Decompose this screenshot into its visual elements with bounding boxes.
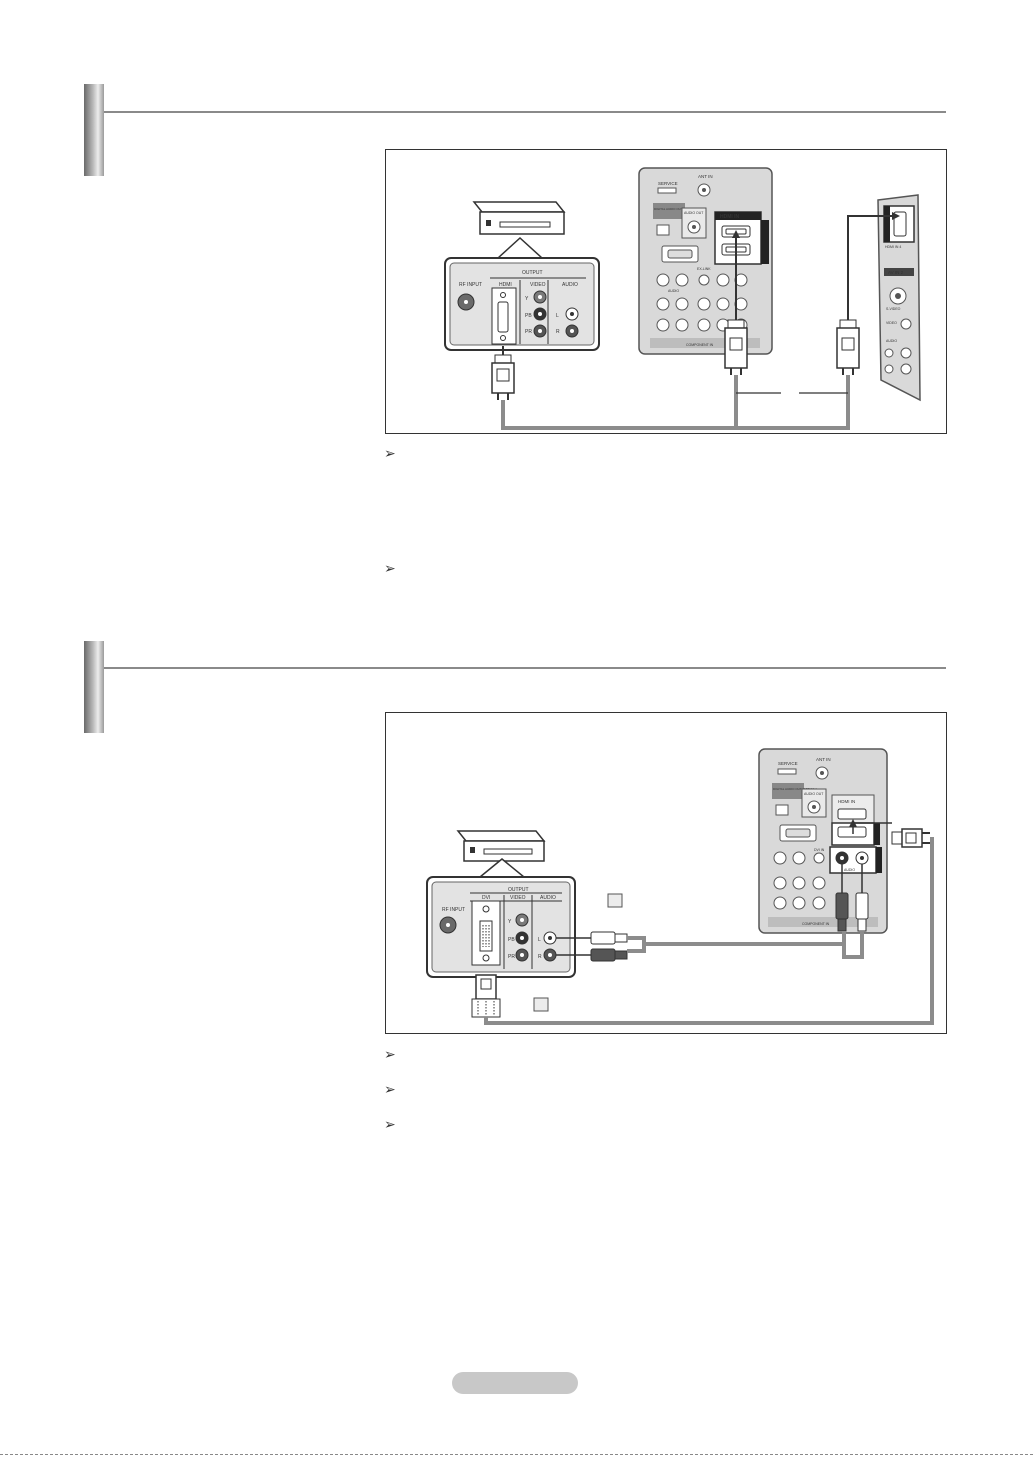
- audio-cable-plugs: [556, 931, 628, 962]
- source-device-icon: [472, 201, 566, 235]
- tv-audio-label: AUDIO: [668, 289, 679, 293]
- source-device-icon: [456, 830, 546, 862]
- tv-audio-label: AUDIO: [844, 868, 855, 872]
- step-marker-box: [533, 997, 549, 1012]
- side-hdmi-in-4-label: HDMI IN 4: [885, 245, 901, 249]
- tv-digital-audio-label: DIGITAL AUDIO OUT (OPTICAL): [654, 207, 698, 211]
- tv-ant-in-label: ANT IN: [698, 174, 713, 179]
- diagram-dvi-connection: OUTPUT DVI VIDEO AUDIO RF INPUT Y PB PR …: [385, 712, 947, 1034]
- device-r-label: R: [556, 329, 560, 335]
- hdmi-plug-tv: [849, 819, 930, 848]
- note-arrow-icon: ➢: [384, 1116, 396, 1132]
- device-video-label: VIDEO: [530, 282, 546, 288]
- tv-component-in-label: COMPONENT IN: [686, 343, 714, 347]
- device-hdmi-label: HDMI: [499, 282, 512, 288]
- hdmi-plug-source: [491, 346, 515, 400]
- section-rule-bottom: [104, 667, 946, 669]
- device-audio-label: AUDIO: [540, 895, 556, 901]
- device-rear-panel: OUTPUT DVI VIDEO AUDIO RF INPUT Y PB PR …: [426, 876, 576, 978]
- device-pb-label: PB: [525, 313, 532, 319]
- hdmi-plug-tv-side: [836, 212, 900, 375]
- side-av-in-2-label: AV IN 2: [888, 270, 904, 275]
- device-rf-input-label: RF INPUT: [459, 282, 482, 288]
- dvi-plug-source: [471, 974, 501, 1018]
- tv-rear-panel: SERVICE ANT IN DIGITAL AUDIO OUT (OPTICA…: [638, 167, 773, 355]
- note-arrow-icon: ➢: [384, 1081, 396, 1097]
- device-y-label: Y: [508, 919, 512, 925]
- hdmi-cable: [501, 375, 850, 430]
- device-l-label: L: [538, 937, 541, 943]
- tv-digital-audio-label: DIGITAL AUDIO OUT (OPTICAL): [773, 787, 817, 791]
- tv-service-label: SERVICE: [778, 761, 798, 766]
- device-audio-label: AUDIO: [562, 282, 578, 288]
- side-video-label: VIDEO: [886, 321, 897, 325]
- tv-hdmi-in-label: HDMI IN: [838, 799, 855, 804]
- tv-ex-link-label: EX-LINK: [697, 267, 711, 271]
- tv-audio-out-label: AUDIO OUT: [684, 211, 704, 215]
- diagram-hdmi-svg: OUTPUT HDMI VIDEO AUDIO RF INPUT Y PB PR…: [444, 167, 921, 430]
- page-trim-edge: [0, 1454, 1033, 1455]
- audio-plugs-tv: [835, 864, 869, 932]
- tv-rear-panel: SERVICE ANT IN DIGITAL AUDIO OUT (OPTICA…: [758, 748, 888, 934]
- note-arrow-icon: ➢: [384, 1046, 396, 1062]
- tv-side-panel: HDMI IN 4 AV IN 2 S-VIDEO VIDEO AUDIO: [877, 194, 921, 402]
- device-video-label: VIDEO: [510, 895, 526, 901]
- connection-cables: [484, 837, 934, 1025]
- tv-audio-out-label: AUDIO OUT: [804, 792, 824, 796]
- section-marker-bottom: [84, 641, 104, 733]
- note-arrow-icon: ➢: [384, 560, 396, 576]
- up-arrow-icon: [496, 236, 544, 259]
- device-pb-label: PB: [508, 937, 515, 943]
- device-dvi-label: DVI: [482, 895, 490, 901]
- tv-component-in-label: COMPONENT IN: [802, 922, 830, 926]
- side-s-video-label: S-VIDEO: [886, 307, 901, 311]
- device-rear-panel: OUTPUT HDMI VIDEO AUDIO RF INPUT Y PB PR…: [444, 257, 600, 351]
- device-l-label: L: [556, 313, 559, 319]
- device-r-label: R: [538, 954, 542, 960]
- device-output-label: OUTPUT: [508, 887, 529, 893]
- tv-hdmi-in-label: HDMI IN: [720, 214, 740, 220]
- device-pr-label: PR: [525, 329, 532, 335]
- hdmi-plug-tv-rear: [724, 230, 748, 375]
- tv-service-label: SERVICE: [658, 181, 678, 186]
- tv-ant-in-label: ANT IN: [816, 757, 831, 762]
- tv-dvi-in-label: DVI IN: [814, 848, 825, 852]
- diagram-dvi-svg: OUTPUT DVI VIDEO AUDIO RF INPUT Y PB PR …: [426, 748, 934, 1025]
- section-marker-top: [84, 84, 104, 176]
- device-output-label: OUTPUT: [522, 270, 543, 276]
- device-rf-input-label: RF INPUT: [442, 907, 465, 913]
- section-rule-top: [104, 111, 946, 113]
- device-pr-label: PR: [508, 954, 515, 960]
- step-marker-box: [607, 893, 623, 908]
- note-arrow-icon: ➢: [384, 445, 396, 461]
- side-audio-label: AUDIO: [886, 339, 897, 343]
- diagram-hdmi-connection: OUTPUT HDMI VIDEO AUDIO RF INPUT Y PB PR…: [385, 149, 947, 434]
- page-number-pill: [452, 1372, 578, 1394]
- device-y-label: Y: [525, 296, 529, 302]
